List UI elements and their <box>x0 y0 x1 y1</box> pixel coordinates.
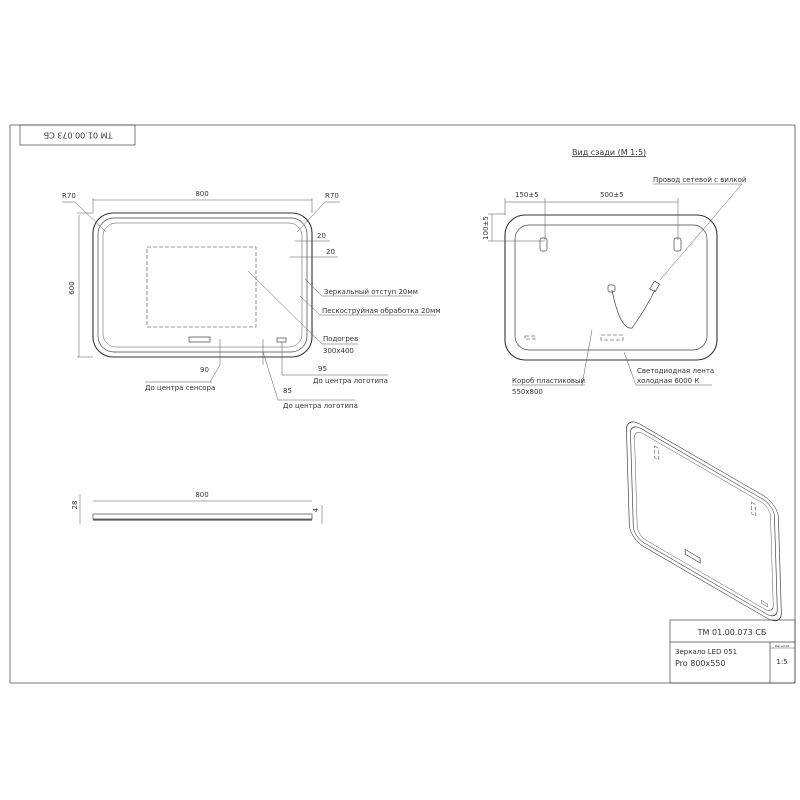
sensor-label: До центра сенсора <box>145 384 215 392</box>
radius-left: R70 <box>62 192 76 200</box>
front-height-dim: 600 <box>68 281 76 294</box>
logo-mark <box>276 337 287 343</box>
logo-dim-1: 85 <box>283 387 292 395</box>
sensor-box <box>600 334 624 341</box>
sandblast-label: Пескоструйная обработка 20мм <box>322 307 441 315</box>
scale-header: Масштаб <box>775 644 789 648</box>
title-name-2: Pro 800x550 <box>675 659 726 668</box>
logo-dim-2: 95 <box>318 365 327 373</box>
back-dim-center: 500±5 <box>600 191 624 199</box>
back-dim-vertical: 100±5 <box>482 216 490 240</box>
sensor-dim: 90 <box>200 366 209 374</box>
perspective-view <box>626 421 782 622</box>
back-view: Вид сзади (М 1:5) 150±5 500±5 100±5 Пров… <box>482 148 746 396</box>
side-width-dim: 800 <box>195 491 208 499</box>
led-label-1: Светодиодная лента <box>637 367 714 375</box>
offset-1: 20 <box>317 232 326 240</box>
sensor-mark <box>188 336 211 343</box>
offset-2: 20 <box>326 248 335 256</box>
led-label-2: холодная 6000 К <box>637 377 699 385</box>
logo-label-2: До центра логотипа <box>313 377 388 385</box>
stamp-code: ТМ 01.00.073 СБ <box>44 131 114 140</box>
back-view-title: Вид сзади (М 1:5) <box>572 148 646 157</box>
mirror-offset-label: Зеркальный отступ 20мм <box>324 288 418 296</box>
scale-value: 1:5 <box>776 658 787 666</box>
title-code: ТМ 01.00.073 СБ <box>697 628 767 637</box>
back-dim-left: 150±5 <box>515 191 539 199</box>
logo-label-1: До центра логотипа <box>283 402 358 410</box>
cable-label: Провод сетевой с вилкой <box>653 176 746 184</box>
box-label: Короб пластиковый <box>512 377 585 385</box>
side-glass-dim: 4 <box>312 507 320 512</box>
front-view: 800 600 R70 R70 20 20 Зеркальный отступ … <box>62 190 441 410</box>
side-thickness-dim: 28 <box>71 501 79 510</box>
heater-size: 300x400 <box>323 347 354 355</box>
heater-label: Подогрев <box>323 335 358 343</box>
rotated-stamp: ТМ 01.00.073 СБ <box>19 124 136 146</box>
hanger-left <box>539 237 548 252</box>
sheet-frame <box>9 124 796 684</box>
heater-area <box>146 246 257 328</box>
side-view: 800 28 4 <box>71 491 323 524</box>
hanger-right <box>673 237 682 252</box>
title-name-1: Зеркало LED 051 <box>675 648 737 656</box>
box-size: 550x800 <box>512 388 543 396</box>
radius-right: R70 <box>325 192 339 200</box>
front-width-dim: 800 <box>195 190 208 198</box>
title-block: ТМ 01.00.073 СБ Зеркало LED 051 Pro 800x… <box>669 619 796 684</box>
power-cable <box>611 289 656 329</box>
